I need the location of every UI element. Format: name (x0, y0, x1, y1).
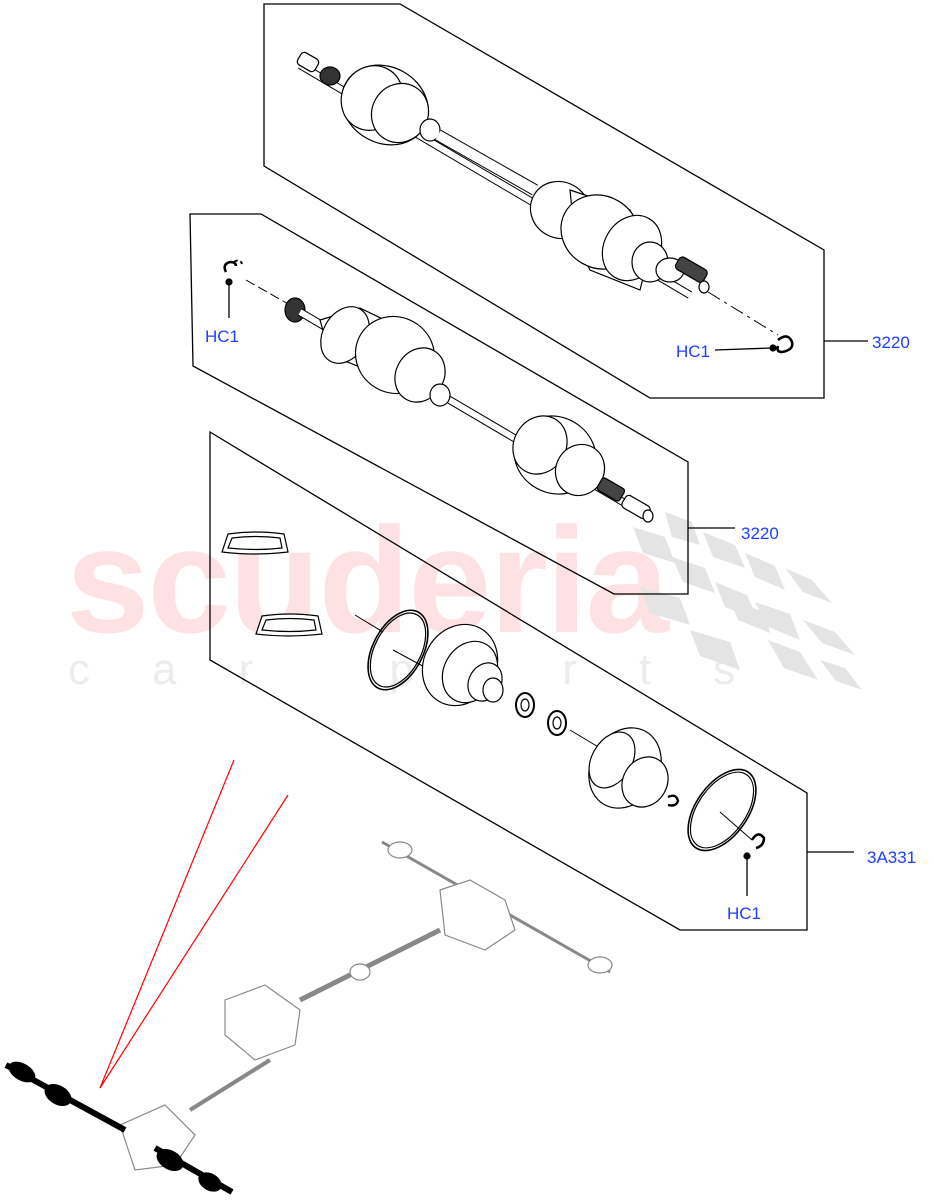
front-axle-drive-shafts (4, 1061, 234, 1195)
upper-shaft-panel (263, 3, 825, 399)
locator-highlight-lines (99, 759, 289, 1089)
part-label-3220-middle[interactable]: 3220 (741, 524, 779, 543)
middle-shaft-panel (189, 213, 689, 595)
upper-drive-shaft (296, 51, 868, 354)
boot-kit-panel (209, 430, 808, 931)
part-label-3a331[interactable]: 3A331 (867, 848, 917, 867)
callout-hc1-kit[interactable]: HC1 (727, 904, 762, 923)
boot-kit-components (221, 531, 854, 896)
part-label-3220-upper[interactable]: 3220 (872, 333, 910, 352)
checkered-flag-watermark (633, 512, 862, 690)
callout-hc1-upper[interactable]: HC1 (676, 342, 711, 361)
middle-drive-shaft (223, 259, 735, 529)
vehicle-driveline-overview (119, 840, 613, 1171)
callout-hc1-middle[interactable]: HC1 (205, 327, 240, 346)
watermark-brand: scuderia (66, 496, 669, 664)
